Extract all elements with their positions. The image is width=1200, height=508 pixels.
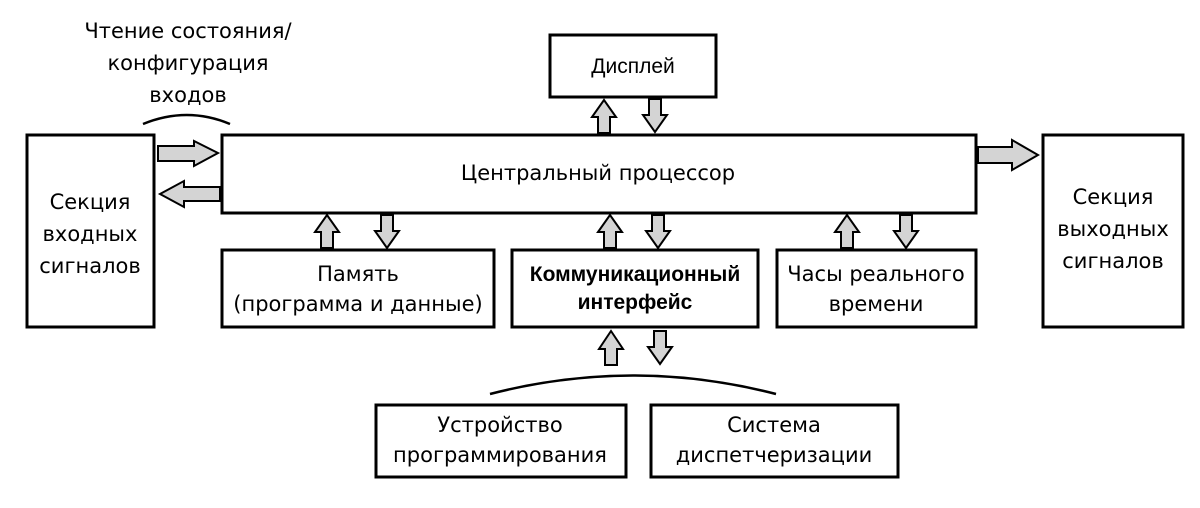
arrow-cpu-to-display <box>590 98 618 134</box>
comm-interface-line-1: Коммуникационный <box>530 263 740 286</box>
arrow-display-to-cpu <box>641 98 669 134</box>
input-section-line-1: Секция <box>50 190 131 214</box>
comm-interface-box <box>510 248 760 329</box>
output-section-block: Секция выходных сигналов <box>1041 133 1185 329</box>
dispatch-line-2: диспетчеризации <box>676 443 873 467</box>
rtc-box <box>775 248 978 329</box>
input-read-brace <box>142 113 231 126</box>
arrow-cpu-to-memory <box>373 214 401 250</box>
memory-block: Память (программа и данные) <box>220 248 496 329</box>
rtc-block: Часы реального времени <box>775 248 978 329</box>
output-section-line-2: выходных <box>1057 217 1169 241</box>
dispatch-block: Система диспетчеризации <box>649 403 900 479</box>
comm-interface-line-2: интерфейс <box>578 291 693 314</box>
arrow-comm-to-cpu <box>596 213 624 249</box>
arrow-cpu-to-input <box>157 179 221 209</box>
rtc-line-1: Часы реального <box>787 262 964 286</box>
output-section-line-1: Секция <box>1073 185 1154 209</box>
output-section-box <box>1041 133 1185 329</box>
arrow-input-to-cpu <box>157 139 221 168</box>
display-label: Дисплей <box>591 55 675 78</box>
input-read-line-3: входов <box>149 83 226 107</box>
display-block: Дисплей <box>548 33 718 99</box>
arrow-cpu-to-output <box>977 138 1041 172</box>
memory-box <box>220 248 496 329</box>
prog-device-box <box>374 403 628 479</box>
network-brace <box>489 374 777 396</box>
input-read-line-1: Чтение состояния/ <box>84 19 292 43</box>
rtc-line-2: времени <box>829 292 924 316</box>
memory-line-2: (программа и данные) <box>233 292 482 316</box>
prog-device-block: Устройство программирования <box>374 403 628 479</box>
input-section-block: Секция входных сигналов <box>25 133 156 329</box>
memory-line-1: Память <box>317 262 399 286</box>
dispatch-line-1: Система <box>727 413 821 437</box>
cpu-box <box>220 133 978 215</box>
cpu-block: Центральный процессор <box>220 133 978 215</box>
prog-device-line-1: Устройство <box>437 413 562 437</box>
arrow-memory-to-cpu <box>313 213 341 249</box>
input-section-line-2: входных <box>43 222 138 246</box>
comm-interface-block: Коммуникационный интерфейс <box>510 248 760 329</box>
input-read-line-2: конфигурация <box>107 51 268 75</box>
dispatch-box <box>649 403 900 479</box>
arrow-rtc-to-cpu <box>833 213 861 249</box>
arrow-cpu-to-rtc <box>892 214 920 250</box>
display-box <box>548 33 718 99</box>
output-section-line-3: сигналов <box>1062 249 1163 273</box>
input-section-line-3: сигналов <box>39 254 140 278</box>
arrow-cpu-to-comm <box>644 214 672 250</box>
input-read-caption: Чтение состояния/ конфигурация входов <box>84 19 292 107</box>
prog-device-line-2: программирования <box>393 443 607 467</box>
cpu-label: Центральный процессор <box>461 161 735 185</box>
arrow-comm-to-network <box>646 330 674 366</box>
input-section-box <box>25 133 156 329</box>
arrow-network-to-comm <box>597 329 625 366</box>
